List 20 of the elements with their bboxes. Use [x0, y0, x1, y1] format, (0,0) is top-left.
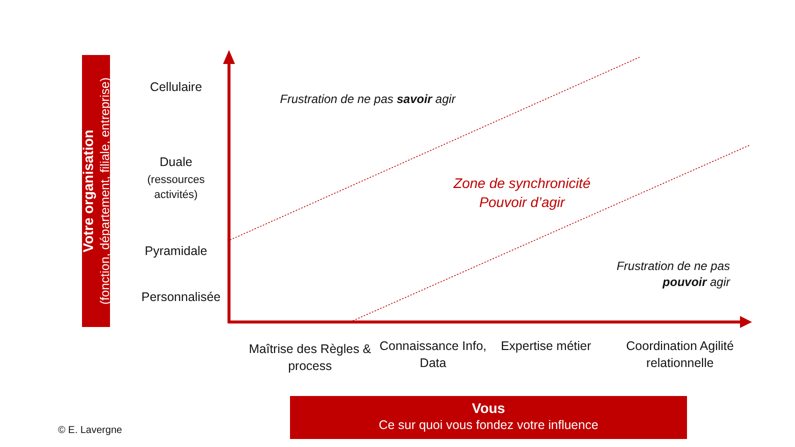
copyright-note: © E. Lavergne — [58, 424, 124, 438]
axis-label: Connaissance Info, Data — [378, 338, 488, 372]
axis-label: Coordination Agilité relationnelle — [625, 338, 735, 372]
axis-label: Pyramidale — [144, 243, 208, 260]
title-band — [82, 55, 110, 327]
band-subtitle: (fonction, département, filiale, entreprise) — [96, 76, 113, 307]
axis-label: Personnalisée — [140, 289, 222, 306]
title-band — [290, 396, 687, 439]
axis-label: Maîtrise des Règles & process — [248, 341, 372, 375]
axis-label: Cellulaire — [148, 79, 204, 96]
zone-annotation: Frustration de ne pas savoir agir — [280, 91, 457, 108]
zone-title: Pouvoir d’agir — [478, 193, 566, 212]
axis-label: Expertise métier — [500, 338, 592, 355]
zone-title: Zone de synchronicité — [452, 174, 592, 193]
band-subtitle: Ce sur quoi vous fondez votre influence — [378, 417, 600, 434]
band-heading: Vous — [470, 399, 506, 418]
band-heading: Votre organisation — [78, 128, 97, 254]
axis-label: Duale — [158, 154, 194, 171]
zone-annotation: Frustration de ne pas pouvoir agir — [616, 258, 730, 290]
axis-sublabel: (ressources activités) — [146, 173, 206, 203]
